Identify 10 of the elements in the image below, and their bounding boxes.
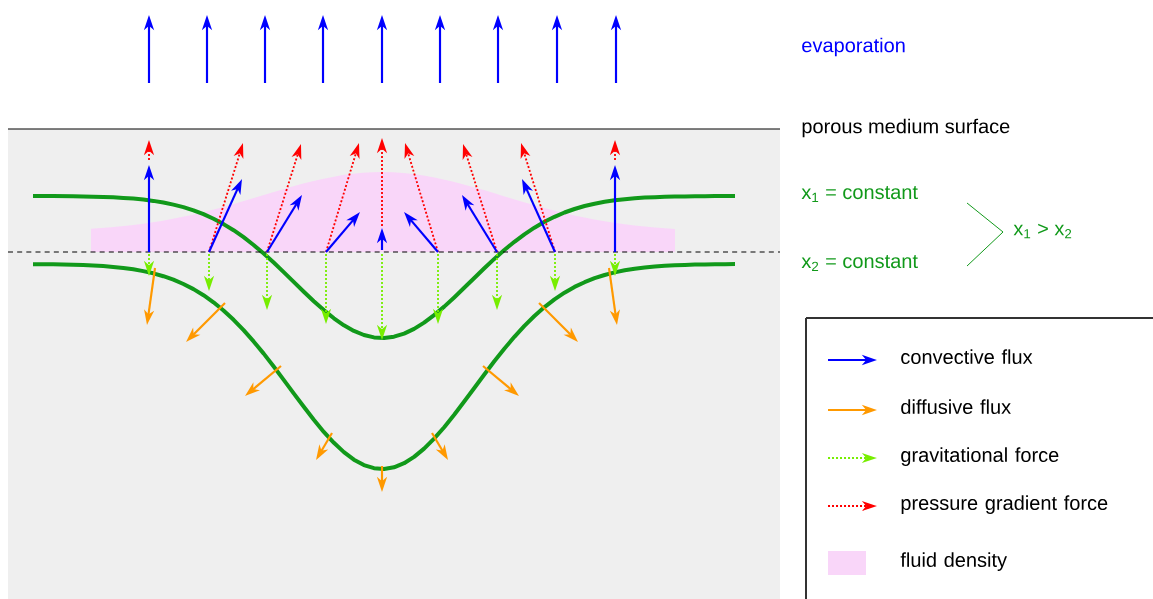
- label-text: x$_{1}$ > x$_{2}$: [1013, 223, 1072, 239]
- legend-text: pressure gradient force: [901, 495, 1108, 514]
- label-text: porous medium surface: [802, 118, 1010, 138]
- legend-text: convective flux: [901, 349, 1033, 364]
- label-text: evaporation: [802, 37, 905, 57]
- legend-text: gravitational force: [901, 447, 1059, 466]
- label-text: x$_{2}$ = constant: [801, 255, 918, 271]
- label-text: x$_{1}$ = constant: [801, 186, 918, 202]
- legend-text: diffusive flux: [901, 399, 1011, 414]
- legend-text: fluid density: [900, 552, 1007, 571]
